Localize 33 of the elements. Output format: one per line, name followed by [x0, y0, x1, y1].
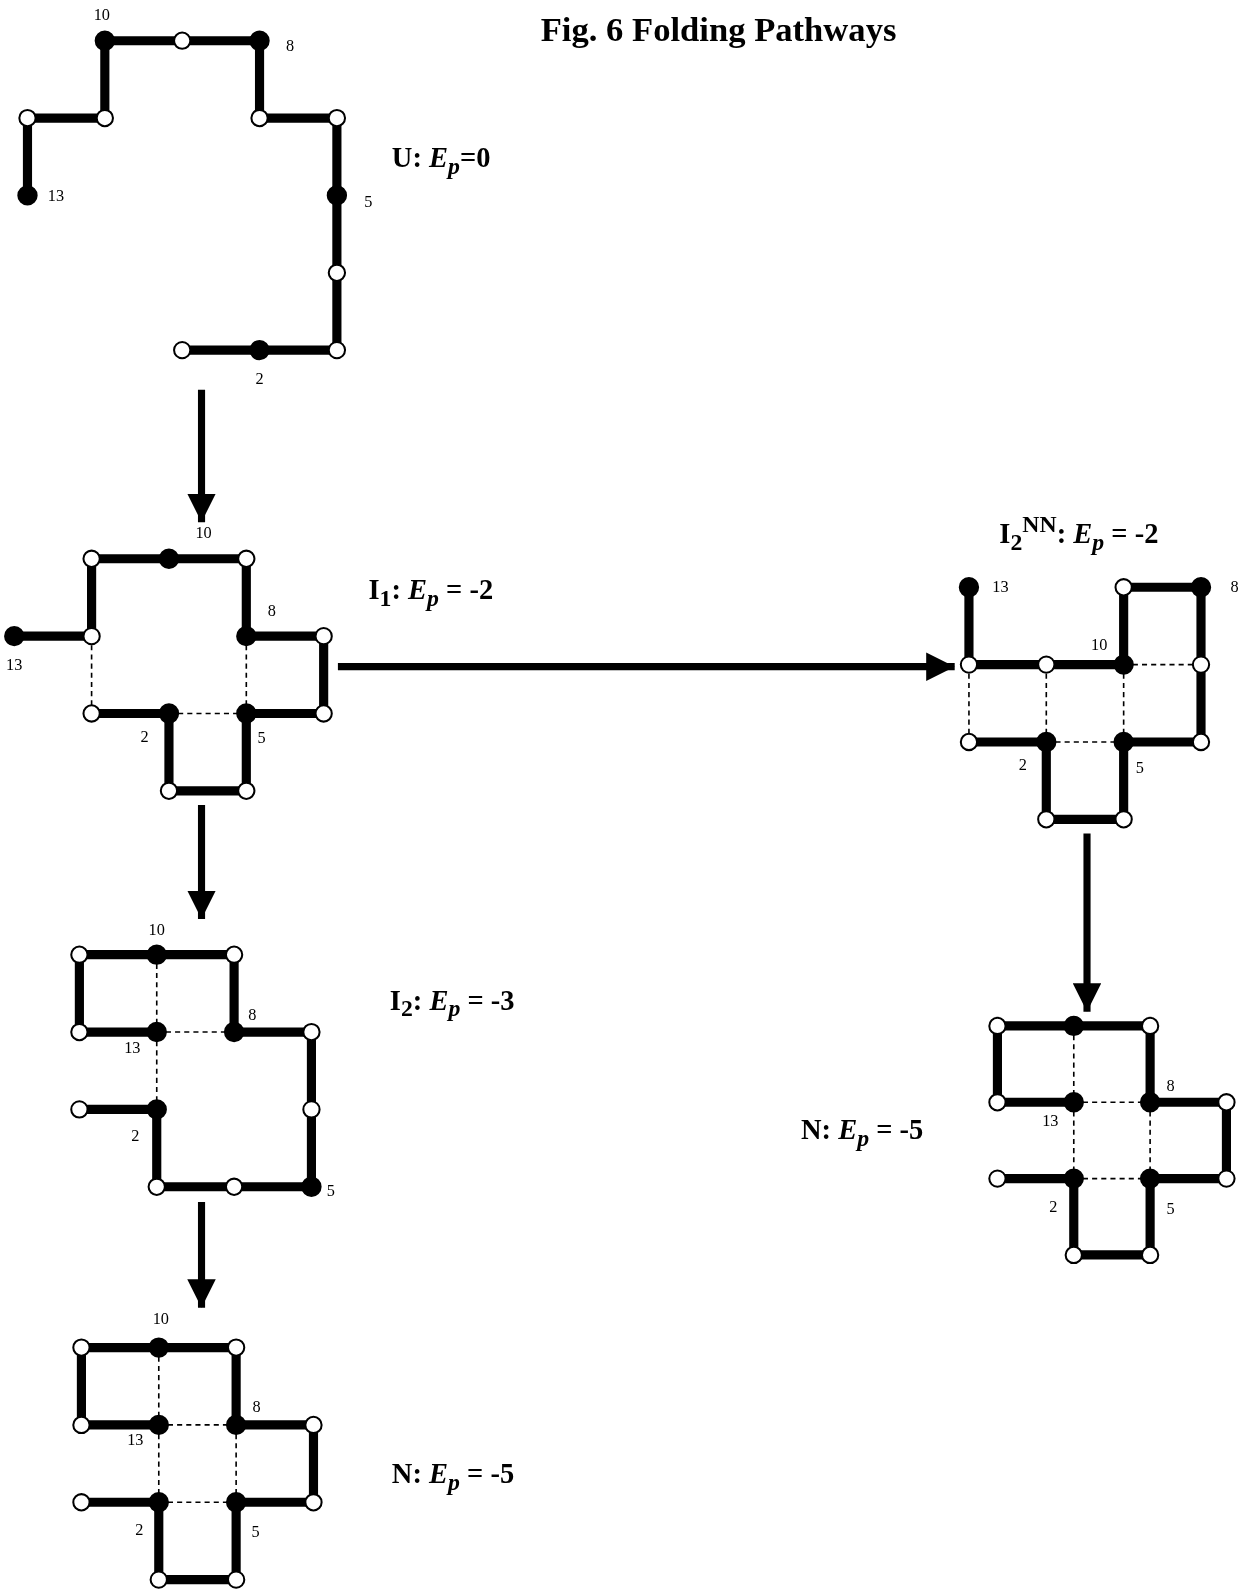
- residue-number: 13: [127, 1432, 144, 1449]
- residue-number: 13: [6, 656, 23, 673]
- residue-number: 10: [195, 525, 212, 542]
- residue-number: 2: [140, 728, 149, 746]
- residue-number: 5: [364, 193, 373, 210]
- state-energy-label: N: E$_{p}$ = -5: [801, 1113, 924, 1153]
- residue-number: 10: [148, 922, 165, 939]
- residue-number: 5: [257, 729, 266, 747]
- state-energy-label: I$_{2}$$^{NN}$: E$_{p}$ = -2: [999, 509, 1159, 557]
- residue-number: 5: [1135, 759, 1144, 776]
- residue-number: 8: [267, 602, 276, 619]
- state-energy-label: I$_{1}$: E$_{p}$ = -2: [368, 574, 494, 614]
- figure-title: Fig. 6 Folding Pathways: [540, 10, 897, 49]
- residue-number: 10: [152, 1310, 169, 1328]
- arrow: [187, 389, 216, 523]
- residue-number: 10: [93, 7, 110, 24]
- residue-number: 8: [286, 37, 295, 54]
- residue-number: 5: [326, 1182, 335, 1199]
- residue-number: 2: [255, 370, 264, 387]
- residue-number: 8: [252, 1398, 261, 1415]
- residue-number: 2: [135, 1521, 144, 1538]
- state-energy-label: N: E$_{p}$ = -5: [391, 1457, 515, 1497]
- residue-number: 13: [47, 187, 65, 204]
- residue-number: 2: [1018, 757, 1027, 774]
- state-energy-label: U: E$_{p}$=0: [391, 141, 491, 181]
- residue-number: 5: [251, 1523, 260, 1540]
- residue-number: 2: [131, 1127, 140, 1144]
- residue-number: 13: [992, 579, 1009, 596]
- state-energy-label: I$_{2}$: E$_{p}$ = -3: [389, 984, 515, 1024]
- residue-number: 13: [124, 1040, 141, 1057]
- residue-number: 8: [248, 1006, 257, 1023]
- residue-number: 10: [1091, 637, 1108, 654]
- residue-number: 8: [1230, 579, 1239, 596]
